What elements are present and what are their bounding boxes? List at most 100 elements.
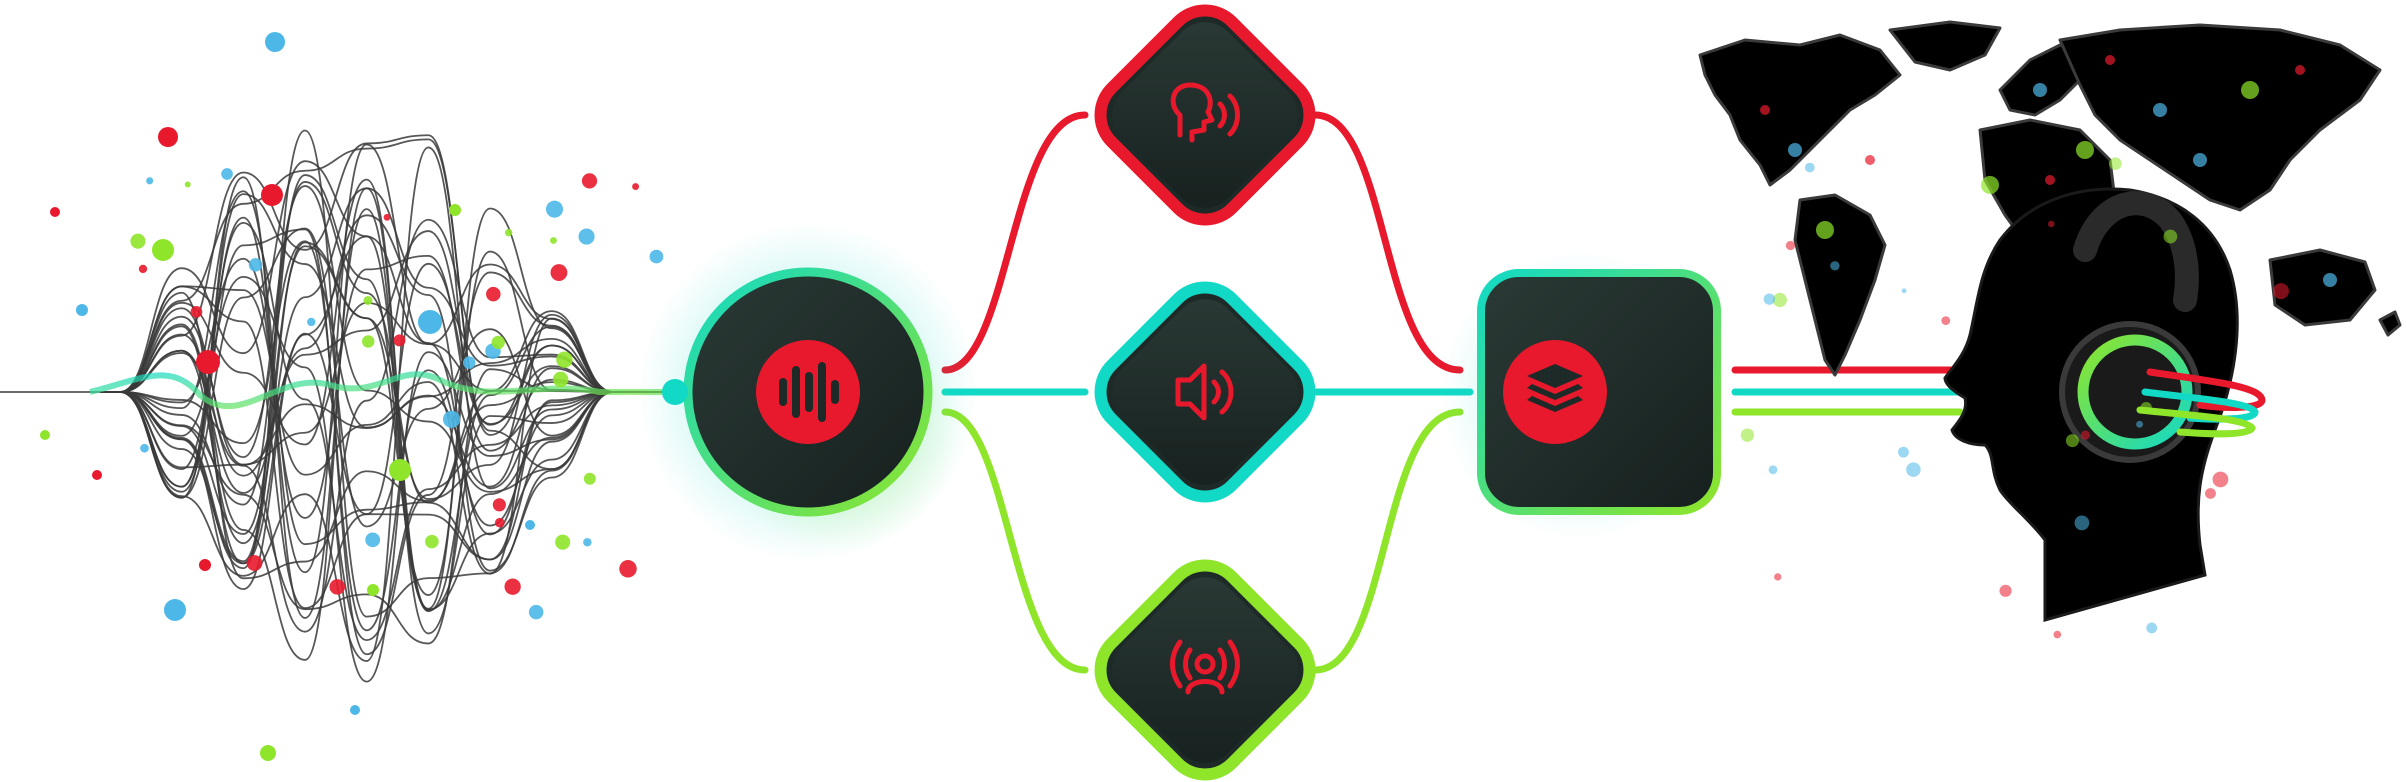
- waveform-strand: [100, 214, 675, 572]
- audio-particle: [138, 264, 148, 274]
- waveform-strand: [100, 275, 675, 683]
- audio-particle: [393, 334, 406, 347]
- map-location-dot: [1865, 155, 1875, 165]
- audio-particle: [528, 604, 544, 620]
- listener-particle: [1768, 465, 1778, 475]
- listener-particle: [2205, 488, 2216, 499]
- audio-particle: [164, 599, 186, 621]
- listener-particle: [2109, 157, 2122, 170]
- audio-particle: [449, 204, 461, 216]
- waveform-strand: [100, 291, 675, 580]
- listener-particle: [1906, 462, 1921, 477]
- listener-particle: [1999, 584, 2012, 597]
- waveform-strand: [100, 146, 675, 662]
- listener-particle: [2146, 622, 2158, 634]
- branch-node-middle: [1094, 281, 1316, 503]
- listener-particle: [1740, 428, 1755, 442]
- audio-particle: [583, 538, 592, 547]
- listener-particle: [2212, 471, 2229, 488]
- listener-particle: [2053, 630, 2062, 639]
- audio-particle: [491, 335, 505, 350]
- waveform-strand: [100, 129, 675, 618]
- audio-particle: [152, 239, 174, 261]
- map-location-dot: [2193, 153, 2207, 167]
- audio-particle: [581, 173, 598, 189]
- branch-node-top: [1094, 4, 1316, 226]
- audio-particle: [425, 534, 439, 549]
- audio-particle: [556, 351, 573, 368]
- head-with-headphones-icon: [1943, 187, 2266, 622]
- audio-particle: [550, 237, 557, 244]
- listener-particle: [1901, 288, 1907, 294]
- audio-particle: [504, 578, 521, 595]
- listener-particle: [1774, 573, 1782, 581]
- map-location-dot: [2076, 141, 2094, 159]
- audio-particle: [140, 443, 149, 453]
- audio-particle: [632, 183, 640, 191]
- audio-particle: [329, 579, 346, 595]
- audio-particle: [40, 430, 50, 440]
- listener-particle: [1785, 240, 1796, 251]
- audio-particle: [76, 304, 88, 316]
- broadcasting-person-icon: [1170, 639, 1240, 695]
- audio-particle: [365, 532, 381, 548]
- audio-particle: [221, 168, 233, 180]
- waveform-strand: [100, 190, 675, 546]
- merge-to-listener-connectors: [1731, 366, 1964, 416]
- audio-particle: [158, 127, 178, 147]
- audio-particle: [442, 410, 461, 428]
- listener-particle: [1804, 162, 1815, 173]
- waveform-strand: [100, 368, 675, 645]
- waveform-strand: [100, 230, 675, 477]
- audio-particle: [260, 745, 276, 761]
- audio-particle: [389, 459, 411, 481]
- map-location-dot: [2295, 65, 2305, 75]
- audio-particle: [362, 335, 375, 348]
- map-location-dot: [2105, 55, 2115, 65]
- listener-particle: [2163, 229, 2178, 244]
- audio-particle: [552, 371, 569, 388]
- audio-particle: [248, 258, 263, 272]
- listener-particles: [1740, 157, 2289, 639]
- audio-particle: [307, 317, 316, 327]
- headphone-earcup: [2059, 321, 2201, 463]
- listener-particle: [1763, 293, 1776, 305]
- map-location-dot: [2323, 273, 2337, 287]
- map-location-dot: [2033, 83, 2047, 97]
- map-location-dot: [1788, 143, 1802, 157]
- audio-particle: [546, 200, 564, 218]
- chaotic-waveform-bundle: [0, 129, 675, 683]
- headphone-band: [2073, 191, 2199, 312]
- audio-particle: [130, 233, 146, 249]
- audio-waveform-icon: [756, 340, 860, 444]
- audio-particle: [486, 286, 501, 302]
- waveform-strand: [100, 241, 675, 596]
- listener-particle: [2047, 220, 2055, 228]
- speaking-head-icon: [1170, 82, 1240, 143]
- audio-particle: [383, 213, 391, 221]
- audio-particle: [50, 207, 60, 217]
- audio-particle: [92, 470, 102, 480]
- listener-particle: [2080, 430, 2091, 440]
- audio-particle: [246, 555, 263, 571]
- audio-particle: [578, 228, 595, 245]
- map-location-dot: [1816, 221, 1834, 239]
- listener-particle: [1830, 261, 1840, 271]
- listener-particle: [1897, 446, 1909, 458]
- listener-particle: [2140, 401, 2152, 414]
- audio-particle: [199, 559, 211, 571]
- waveform-strand: [100, 307, 675, 488]
- world-map-location-dots: [1760, 55, 2337, 287]
- audio-particle: [555, 534, 571, 550]
- map-location-dot: [1760, 105, 1770, 115]
- waveform-color-ribbon: [89, 371, 675, 410]
- connector-green-merge: [1311, 408, 1464, 674]
- audio-particle: [462, 356, 476, 369]
- waveform-strand: [100, 178, 675, 611]
- audio-particle: [367, 584, 379, 596]
- listener-particle: [1941, 316, 1951, 325]
- map-location-dot: [2241, 81, 2259, 99]
- waveform-strand: [100, 187, 675, 661]
